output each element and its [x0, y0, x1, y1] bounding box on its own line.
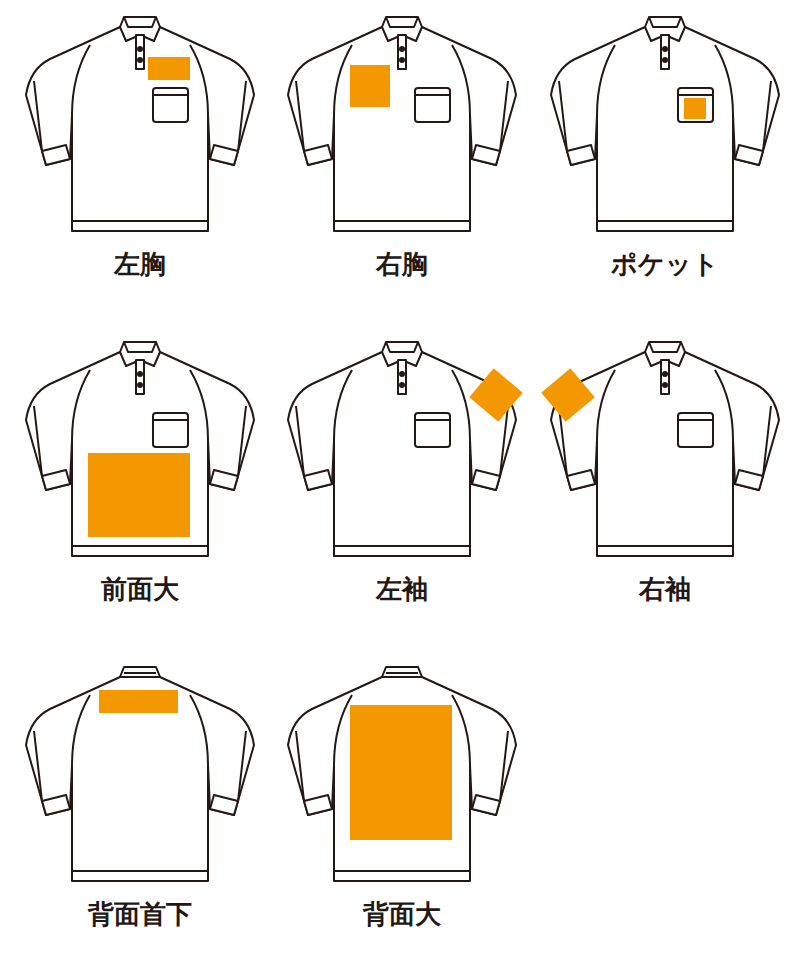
- print-area: [469, 368, 523, 422]
- placement-label: 前面大: [20, 573, 260, 605]
- placement-label: ポケット: [545, 248, 785, 280]
- placement-label: 背面首下: [20, 898, 260, 930]
- placement-label: 左胸: [20, 248, 260, 280]
- print-area: [99, 690, 178, 713]
- placement-label: 右胸: [282, 248, 522, 280]
- print-area: [541, 368, 595, 422]
- placement-label: 右袖: [545, 573, 785, 605]
- print-area: [88, 453, 190, 537]
- print-area: [350, 705, 452, 840]
- placement-label: 左袖: [282, 573, 522, 605]
- print-area: [148, 57, 190, 80]
- print-area: [350, 65, 390, 107]
- placement-label: 背面大: [282, 898, 522, 930]
- print-area: [684, 98, 706, 119]
